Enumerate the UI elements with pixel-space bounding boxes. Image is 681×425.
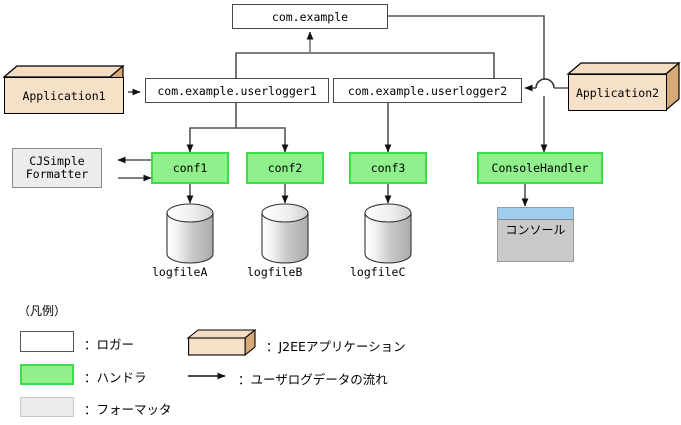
handler-consolehandler[interactable]: ConsoleHandler <box>477 152 603 184</box>
app2-3d-shading <box>566 61 681 112</box>
legend-label-handler: ：ハンドラ <box>84 370 147 385</box>
app-box-application2[interactable]: Application2 <box>566 61 681 112</box>
handler-conf2-label: conf2 <box>267 161 303 175</box>
logger-userlogger2[interactable]: com.example.userlogger2 <box>333 78 522 103</box>
arrow-logger1-to-conf2 <box>236 127 289 153</box>
legend-label-formatter: ：フォーマッタ <box>84 402 172 417</box>
root-to-consolehandler-upper <box>387 15 545 80</box>
handler-conf1[interactable]: conf1 <box>151 152 229 184</box>
formatter-label-line1: CJSimple <box>29 154 85 168</box>
handler-conf2[interactable]: conf2 <box>246 152 324 184</box>
logfileB-label: logfileB <box>247 265 303 279</box>
handler-conf1-label: conf1 <box>172 161 208 175</box>
logger-userlogger2-label: com.example.userlogger2 <box>347 83 508 98</box>
legend-swatch-logger-box <box>20 331 74 352</box>
logger-userlogger1-label: com.example.userlogger1 <box>157 83 317 98</box>
arrow-logger1-to-conf1 <box>186 103 237 153</box>
legend-swatch-formatter-box <box>20 397 74 417</box>
logger-userlogger1[interactable]: com.example.userlogger1 <box>145 78 329 103</box>
app-box-application1[interactable]: Application1 <box>2 64 125 115</box>
logfileC-label: logfileC <box>350 265 406 279</box>
cylinder-logfileA <box>166 203 214 264</box>
console-window-label: コンソール <box>505 223 566 237</box>
handler-conf3-label: conf3 <box>370 161 406 175</box>
cylinder-logfileC <box>364 203 412 264</box>
legend-j2ee-3d-shading <box>186 328 257 357</box>
console-titlebar <box>498 208 573 220</box>
legend-swatch-handler-box <box>20 364 74 385</box>
legend-label-flow: ：ユーザログデータの流れ <box>238 372 388 387</box>
legend-swatch-j2ee-box-3d <box>186 328 257 357</box>
formatter-cjsimpleformatter[interactable]: CJSimple Formatter <box>12 148 102 188</box>
legend-label-logger: ：ロガー <box>84 337 135 352</box>
application2-label-wrap: Application2 <box>568 74 667 111</box>
application1-label-wrap: Application1 <box>4 77 124 114</box>
handler-conf3[interactable]: conf3 <box>349 152 427 184</box>
handler-consolehandler-label: ConsoleHandler <box>491 161 589 175</box>
logfileA-label: logfileA <box>152 265 208 279</box>
application2-label: Application2 <box>575 85 660 100</box>
legend-label-j2ee: ：J2EEアプリケーション <box>266 339 406 354</box>
legend-title: （凡例） <box>18 304 67 318</box>
cylinder-logfileB <box>261 203 309 264</box>
logger-com-example[interactable]: com.example <box>232 4 388 29</box>
line-jump-arc <box>535 78 555 89</box>
logger-com-example-label: com.example <box>271 9 349 24</box>
formatter-label-line2: Formatter <box>25 167 89 181</box>
application1-label: Application1 <box>22 88 106 103</box>
console-window[interactable]: コンソール <box>497 207 574 262</box>
